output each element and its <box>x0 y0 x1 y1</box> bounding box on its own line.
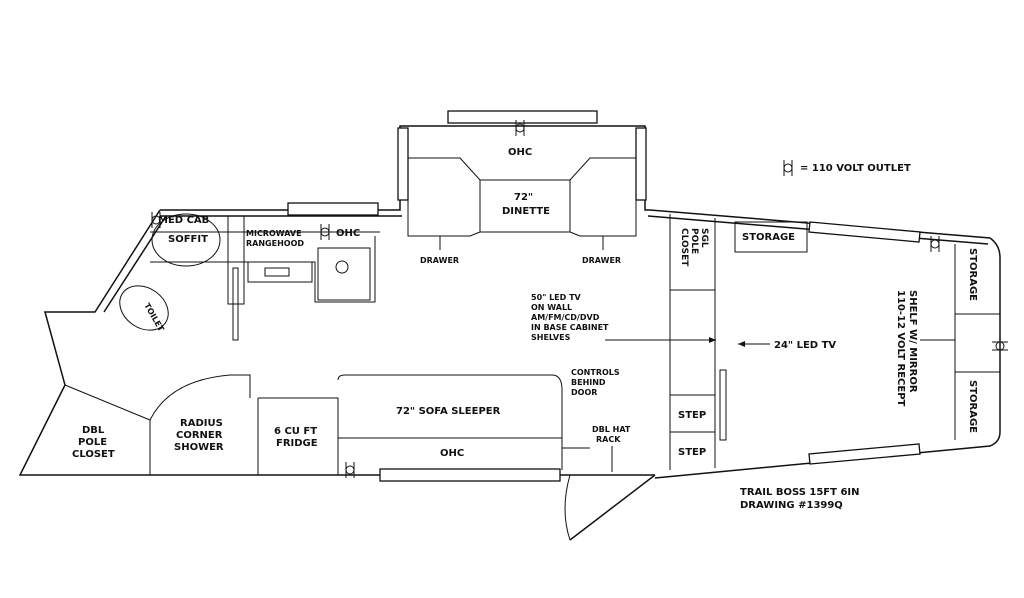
label-controls: CONTROLS BEHIND DOOR <box>571 368 620 397</box>
label-ohc-dinette: OHC <box>508 147 532 158</box>
svg-text:RADIUS: RADIUS <box>180 418 223 429</box>
svg-text:BEHIND: BEHIND <box>571 378 606 387</box>
svg-text:SHELVES: SHELVES <box>531 333 571 342</box>
label-toilet: TOILET <box>142 302 166 334</box>
right-interior <box>669 214 1000 470</box>
label-dbl-pole-closet: DBL POLE CLOSET <box>72 425 115 460</box>
outlet-legend: = 110 VOLT OUTLET <box>800 163 911 174</box>
label-shelf-mirror: SHELF W/ MIRROR <box>907 290 918 393</box>
label-ohc-sofa: OHC <box>440 448 464 459</box>
svg-text:DBL HAT: DBL HAT <box>592 425 631 434</box>
label-fridge: 6 CU FT FRIDGE <box>274 426 318 449</box>
svg-text:FRIDGE: FRIDGE <box>276 438 318 449</box>
svg-text:AM/FM/CD/DVD: AM/FM/CD/DVD <box>531 313 600 322</box>
label-rangehood: RANGEHOOD <box>246 239 304 248</box>
label-sofa-sleeper: 72" SOFA SLEEPER <box>396 406 501 417</box>
svg-text:POLE: POLE <box>78 437 107 448</box>
svg-text:ON WALL: ON WALL <box>531 303 572 312</box>
label-shelf-recept: 110-12 VOLT RECEPT <box>895 290 906 407</box>
svg-text:CLOSET: CLOSET <box>679 228 689 267</box>
callout-arrows <box>562 337 955 472</box>
svg-text:CORNER: CORNER <box>176 430 223 441</box>
svg-text:50" LED TV: 50" LED TV <box>531 293 582 302</box>
window <box>447 110 598 124</box>
label-dinette: DINETTE <box>502 206 550 217</box>
label-storage-nose-bottom: STORAGE <box>967 380 978 433</box>
label-shower: RADIUS CORNER SHOWER <box>174 418 224 453</box>
model-title: TRAIL BOSS 15FT 6IN <box>740 487 860 498</box>
label-50-led-tv: 50" LED TV ON WALL AM/FM/CD/DVD IN BASE … <box>531 293 609 342</box>
svg-text:SHOWER: SHOWER <box>174 442 224 453</box>
svg-text:POLE: POLE <box>689 228 699 254</box>
bathroom <box>64 285 339 475</box>
label-med-cab: MED CAB <box>158 215 209 226</box>
label-dinette-size: 72" <box>514 192 533 203</box>
label-24-led-tv: 24" LED TV <box>774 340 836 351</box>
label-soffit: SOFFIT <box>168 234 208 245</box>
label-storage-nose-top: STORAGE <box>967 248 978 301</box>
label-drawer: DRAWER <box>582 256 621 265</box>
drawing-number: DRAWING #1399Q <box>740 500 843 511</box>
label-microwave: MICROWAVE <box>246 229 302 238</box>
outlet-icon <box>151 120 1008 478</box>
svg-text:SGL: SGL <box>699 228 709 248</box>
label-step: STEP <box>678 410 706 421</box>
window <box>397 127 409 201</box>
svg-text:RACK: RACK <box>596 435 621 444</box>
svg-text:6 CU FT: 6 CU FT <box>274 426 317 437</box>
label-ohc-kitchen: OHC <box>336 228 360 239</box>
sofa <box>337 374 563 470</box>
svg-text:CLOSET: CLOSET <box>72 449 115 460</box>
label-hat-rack: DBL HAT RACK <box>592 425 631 444</box>
label-step: STEP <box>678 447 706 458</box>
svg-text:IN BASE CABINET: IN BASE CABINET <box>531 323 609 332</box>
window <box>379 468 561 482</box>
window <box>808 443 921 465</box>
dinette <box>407 157 637 250</box>
window <box>635 127 647 201</box>
svg-text:CONTROLS: CONTROLS <box>571 368 620 377</box>
kitchen <box>150 213 380 341</box>
window <box>808 221 921 243</box>
label-sgl-pole-closet: SGL POLE CLOSET <box>679 228 709 267</box>
window <box>287 202 379 216</box>
label-storage: STORAGE <box>742 232 795 243</box>
svg-text:DBL: DBL <box>82 425 105 436</box>
label-drawer: DRAWER <box>420 256 459 265</box>
svg-text:DOOR: DOOR <box>571 388 597 397</box>
